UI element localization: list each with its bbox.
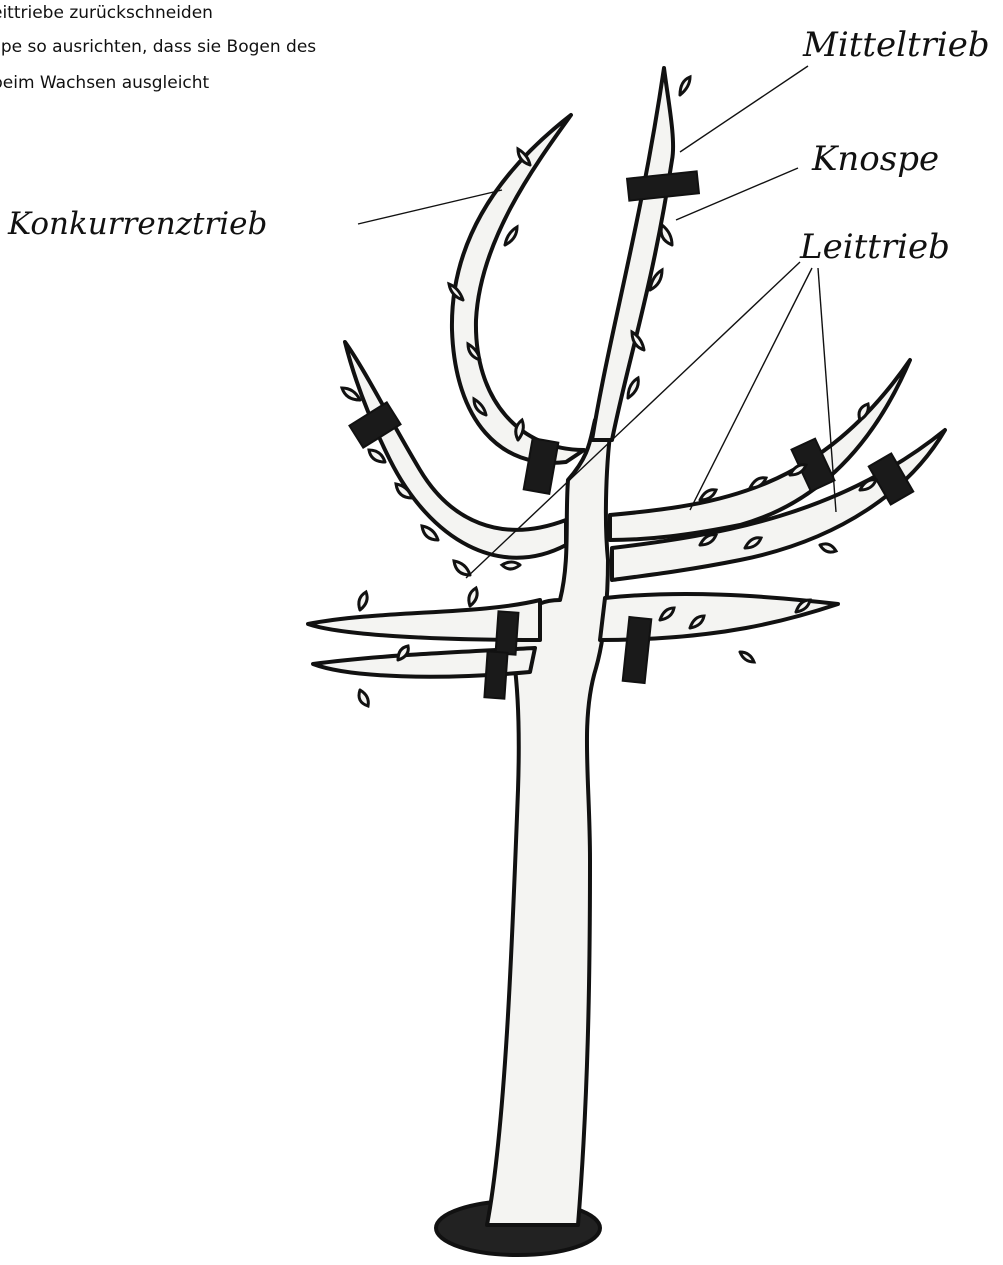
tie-band [627,171,699,200]
instruction-line-3: beim Wachsen ausgleicht [0,66,209,101]
tie-band [484,651,507,698]
competitor-shoot [452,115,584,463]
tie-band [496,611,519,654]
instruction-line-1: eittriebe zurückschneiden [0,0,213,31]
bud [740,652,754,662]
bud [454,561,470,575]
bud [628,378,638,398]
label-konkurrenztrieb: Konkurrenztrieb [7,206,267,242]
bud [661,225,672,245]
label-mitteltrieb: Mitteltrieb [802,25,990,65]
bud [342,388,360,400]
bud [369,450,385,462]
instruction-line-2: spe so ausrichten, dass sie Bogen des [0,30,316,65]
bud [359,592,367,610]
bud [422,526,438,540]
bud [502,562,520,569]
label-knospe: Knospe [811,139,939,179]
bud [469,588,477,606]
bud [359,690,368,706]
pointer-line-mitteltrieb [680,66,808,152]
bud [680,77,690,95]
bud [820,544,836,552]
label-leittrieb: Leittrieb [799,227,950,267]
bud [505,227,517,245]
